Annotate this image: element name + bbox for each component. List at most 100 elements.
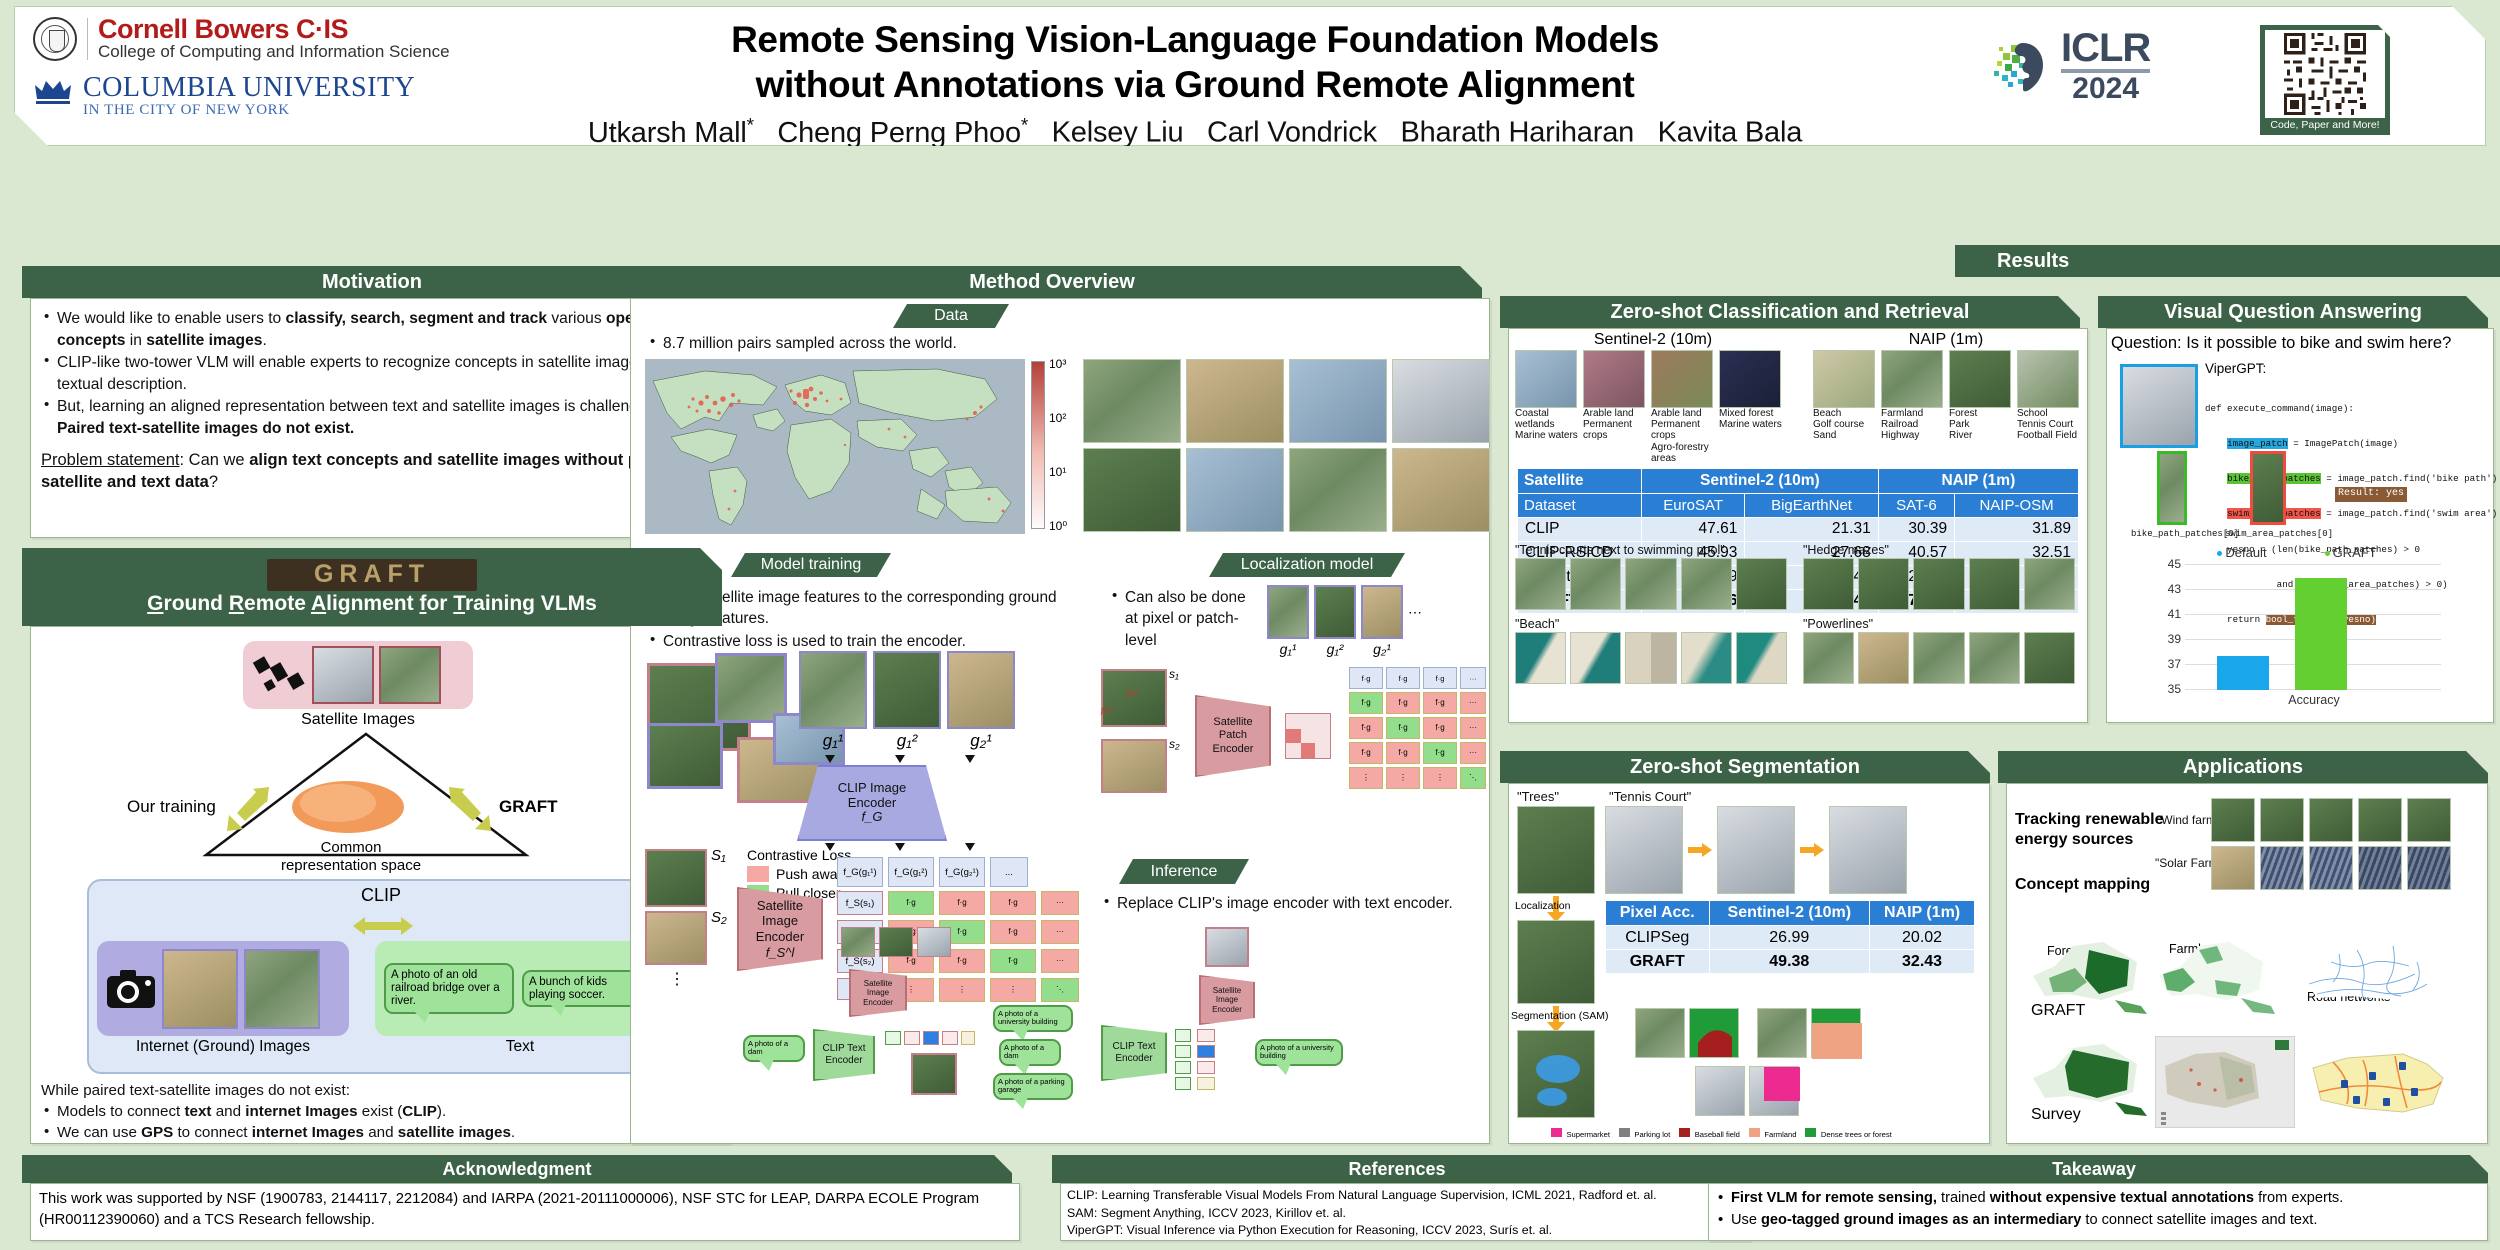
matrix-cell: f·g [990,949,1036,973]
retrieval-block: "Hedge mazes" [1803,541,2076,610]
thumb-caption: Arable land Permanent crops [1583,408,1634,442]
list-item: We would like to enable users to classif… [41,307,717,351]
author-list: Utkarsh Mall* Cheng Perng Phoo* Kelsey L… [485,115,1905,150]
retrieval-thumb [1803,632,1855,684]
vqa-bar-chart: Default GRAFT 45 43 41 39 37 35 Accuracy [2147,545,2447,717]
sentinel-thumb [1583,350,1645,408]
g-thumb [1314,585,1356,639]
author-name: Kavita Bala [1657,116,1803,149]
th-naip: NAIP (1m) [1869,900,1975,926]
colorbar-tick: 10⁰ [1049,519,1068,533]
localization-g-symbols: g₁¹ g₁² g₂¹ [1267,641,1403,657]
retrieval-thumb [1913,632,1965,684]
cell-method: CLIP [1517,516,1642,542]
clip-encoder-label: CLIP Image Encoder [837,779,907,810]
zss-qualitative-row1 [1635,1008,1862,1059]
motivation-bullets: We would like to enable users to classif… [31,299,729,439]
arrow-down-icon [1547,896,1565,922]
thumb-with-caption: Arable land Permanent crops [1583,350,1647,464]
text-group: A photo of an old railroad bridge over a… [375,941,665,1036]
ground-stack-thumb [715,653,787,723]
matrix-cell: f·g [939,949,985,973]
satellite-patch-encoder: Satellite Patch Encoder [1195,695,1271,777]
prompt-bubble: A photo of a dam [743,1035,805,1071]
qr-caption: Code, Paper and More! [2270,119,2380,131]
graft-footer: While paired text-satellite images do no… [41,1081,721,1145]
naip-thumb [1949,350,2011,408]
score-cell [1197,1029,1215,1042]
list-item: But, learning an aligned representation … [41,395,717,439]
thumb-caption: Coastal wetlands Marine waters [1515,408,1578,442]
table-header-row: Satellite Sentinel-2 (10m) NAIP (1m) [1517,467,2080,494]
takeaway-bullets: First VLM for remote sensing, trained wi… [1709,1184,2487,1236]
text-encoder-label: CLIP Text Encoder [822,1043,866,1066]
naip-thumb [1881,350,1943,408]
iclr-logo: ICLR 2024 [1985,29,2150,104]
pair-thumb [1392,359,1490,443]
matrix-cell: ··· [1041,949,1079,973]
sentinel-thumbs: Coastal wetlands Marine waters Arable la… [1515,350,1783,464]
push-away-swatch [747,866,769,882]
cell-value: 26.99 [1708,925,1871,950]
matrix-cell: ⋮ [990,978,1036,1002]
arrow-down-icon [965,843,975,851]
common-space-label: Common representation space [261,839,441,875]
pair-thumb [1392,448,1490,532]
retrieval-thumb [1803,558,1855,610]
thumb-with-caption: Arable land Permanent crops Agro-forestr… [1651,350,1715,464]
solar-thumb [2211,846,2255,890]
s1-symbol: S₁ [711,847,726,864]
list-item: We can use GPS to connect internet Image… [41,1122,721,1144]
retrieval-thumb [1913,558,1965,610]
pair-thumb [1083,359,1181,443]
data-subbanner: Data [893,304,1009,328]
retrieval-thumbs [1515,558,1788,610]
colorbar-ticks: 10³ 10² 10¹ 10⁰ [1049,357,1067,533]
poster-header: Cornell Bowers C·IS College of Computing… [14,6,2486,146]
wind-thumb [2407,798,2451,842]
matrix-cell: f·g [1349,667,1383,689]
common-space-blob [292,781,404,833]
zss-progression [1605,806,1907,894]
ground-images-label: Internet (Ground) Images [135,1038,311,1055]
author-name: Bharath Hariharan [1400,116,1635,149]
vqa-question: Question: Is it possible to bike and swi… [2111,334,2452,352]
retrieval-thumb [1968,632,2020,684]
zss-table: Pixel Acc. Sentinel-2 (10m) NAIP (1m) CL… [1605,900,1975,974]
th-naiposm: NAIP-OSM [1954,492,2079,518]
qr-code-box[interactable]: Code, Paper and More! [2260,25,2390,135]
divider [87,18,88,60]
retrieval-thumb [1625,632,1677,684]
vqa-card: Question: Is it possible to bike and swi… [2106,328,2497,723]
zsc-thumb-rows: Coastal wetlands Marine waters Arable la… [1509,349,2087,464]
th-pixel-acc: Pixel Acc. [1605,900,1710,926]
pair-thumb [1186,448,1284,532]
matrix-cell: f·g [1386,667,1420,689]
matrix-cell: ⋱ [1041,978,1079,1002]
localization-bullets: Can also be done at pixel or patch-level [1109,586,1261,652]
swim-area-patch-image [2250,451,2286,525]
sentinel-thumb [1719,350,1781,408]
matrix-cell: ⋮ [939,978,985,1002]
cell-value: 47.61 [1640,516,1746,542]
equal-contrib-note: * Equal contributions [1126,151,1264,169]
matrix-cell: f·g [1349,717,1383,739]
bar-graft [2295,577,2347,690]
vqa-input-image [2120,364,2198,448]
matrix-cell: ··· [1460,667,1486,689]
method-card: Data 8.7 million pairs sampled across th… [630,298,1490,1144]
zss-segmentation-image [1517,1030,1595,1118]
matrix-cell: f·g [1386,742,1420,764]
retrieval-thumb [1968,558,2020,610]
retrieval-thumbs [1803,632,2076,684]
bullet-text: Contrastive loss is used to train the en… [663,632,966,650]
zss-center-query: "Tennis Court" [1609,789,1692,804]
author-star: * [746,115,754,137]
matrix-cell: f·g [1423,667,1457,689]
zss-title: Zero-shot Segmentation [1500,751,1990,783]
patch-symbol: p₁¹ [1127,687,1140,698]
sim-cell [961,1031,975,1045]
qual-image [1635,1008,1685,1058]
bullet-text: Replace CLIP's image encoder with text e… [1117,895,1453,912]
